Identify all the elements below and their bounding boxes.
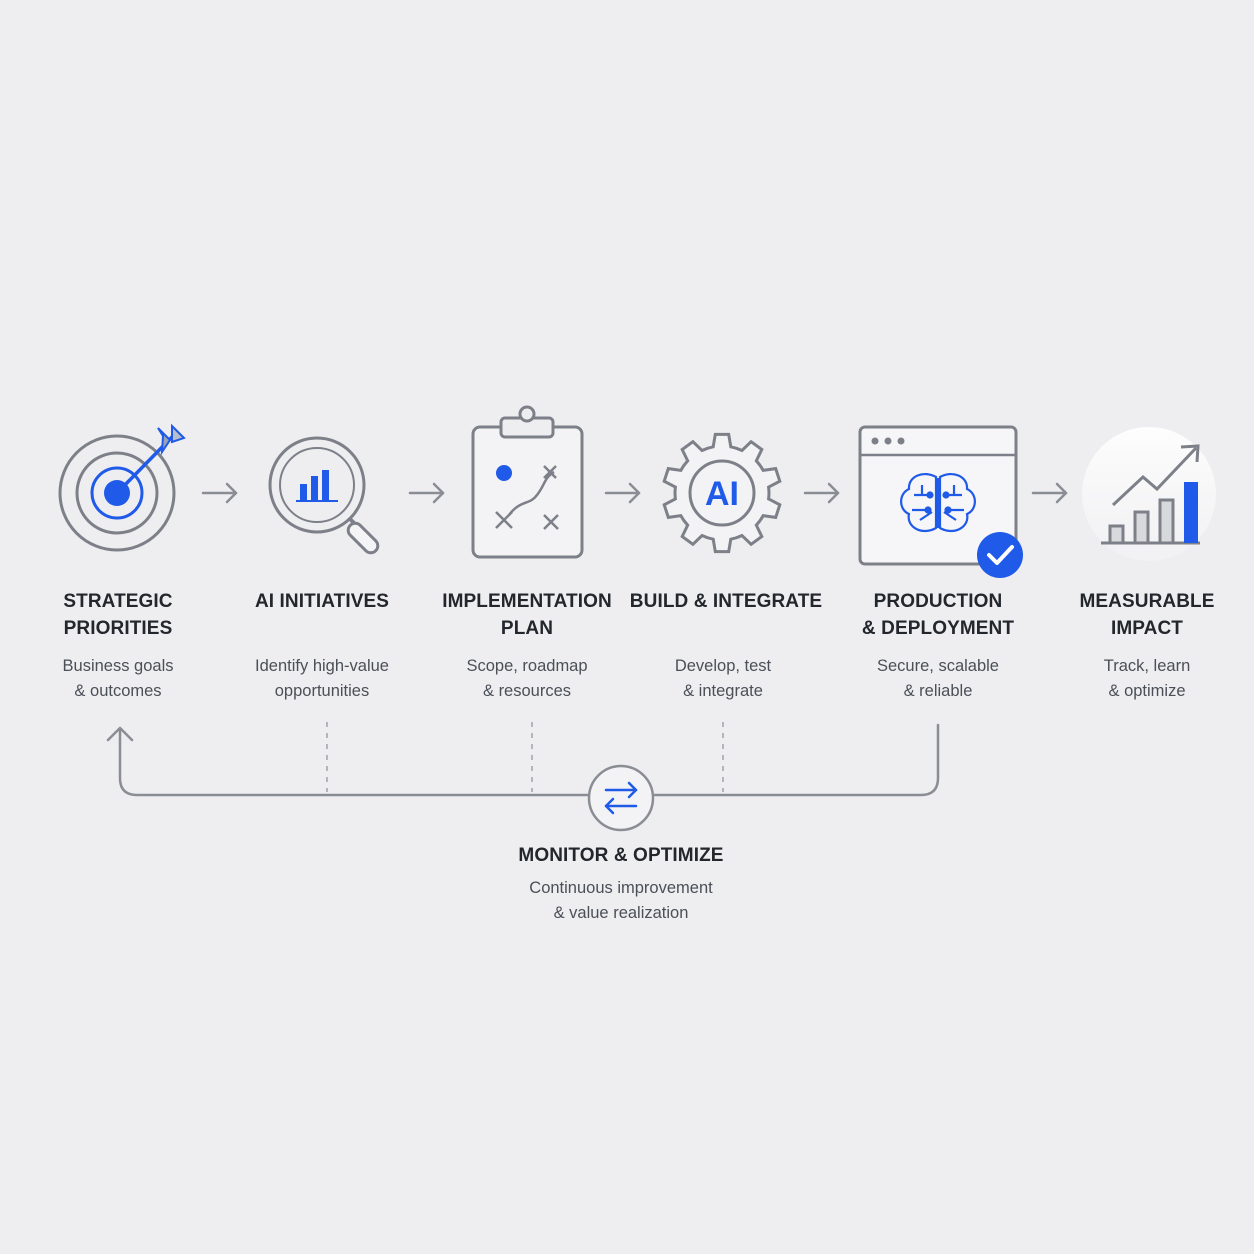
arrow-right-icon bbox=[803, 482, 840, 504]
clipboard-plan-icon bbox=[471, 405, 584, 559]
gear-ai-label: AI bbox=[705, 475, 739, 513]
step-desc-production-deployment: Secure, scalable& reliable bbox=[877, 657, 999, 700]
feedback-loop bbox=[106, 723, 940, 797]
step-desc-strategic-priorities: Business goals& outcomes bbox=[62, 657, 174, 700]
step-title-production-deployment: PRODUCTION& DEPLOYMENT bbox=[861, 591, 1015, 639]
browser-brain-check-icon bbox=[858, 425, 1018, 566]
step-title-ai-initiatives: AI INITIATIVES bbox=[254, 591, 390, 612]
arrow-right-icon bbox=[604, 482, 641, 504]
step-desc-build-integrate: Develop, test& integrate bbox=[674, 657, 772, 700]
step-title-build-integrate: BUILD & INTEGRATE bbox=[629, 591, 823, 612]
magnifier-bar-chart-icon bbox=[268, 436, 380, 555]
ai-gear-icon bbox=[662, 432, 782, 554]
arrow-right-icon bbox=[408, 482, 445, 504]
step-desc-implementation-plan: Scope, roadmap& resources bbox=[466, 657, 588, 700]
arrow-right-icon bbox=[201, 482, 238, 504]
step-desc-measurable-impact: Track, learn& optimize bbox=[1103, 657, 1191, 700]
dashed-connectors bbox=[326, 722, 724, 792]
flow-arrows bbox=[201, 482, 1068, 504]
loop-desc: Continuous improvement& value realizatio… bbox=[529, 879, 713, 922]
arrow-right-icon bbox=[1031, 482, 1068, 504]
target-with-arrow-icon bbox=[58, 423, 186, 552]
checkmark-badge-icon bbox=[977, 532, 1023, 578]
growth-chart-icon bbox=[1082, 427, 1216, 561]
swap-arrows-icon bbox=[587, 764, 655, 832]
loop-title: MONITOR & OPTIMIZE bbox=[518, 845, 724, 866]
